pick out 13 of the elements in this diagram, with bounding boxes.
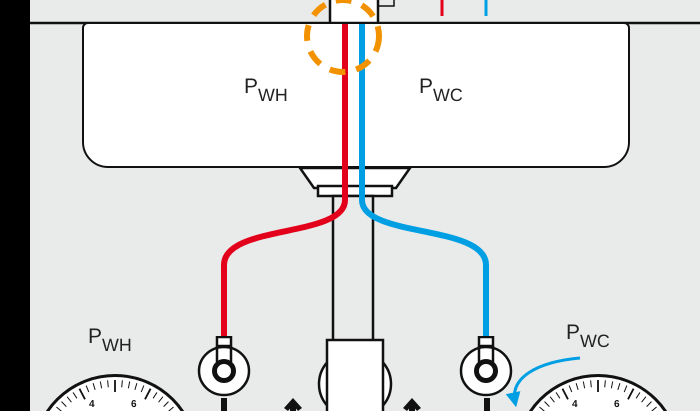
pressure-label: P$_{WH}$ bbox=[244, 76, 288, 105]
pressure-label: P$_{WH}$ bbox=[88, 326, 132, 355]
dial-number: 6 bbox=[614, 400, 620, 410]
dial-number: 4 bbox=[89, 400, 95, 410]
dial-number: 4 bbox=[572, 400, 578, 410]
pressure-label: P$_{WC}$ bbox=[419, 76, 463, 105]
water-pipe bbox=[359, 168, 489, 336]
arrow bbox=[506, 356, 580, 408]
water-pipe bbox=[221, 168, 348, 336]
valve-symbol bbox=[196, 336, 252, 398]
dial-number: 6 bbox=[131, 400, 137, 410]
pressure-label: P$_{WC}$ bbox=[566, 322, 610, 351]
valve-symbol bbox=[458, 336, 514, 398]
